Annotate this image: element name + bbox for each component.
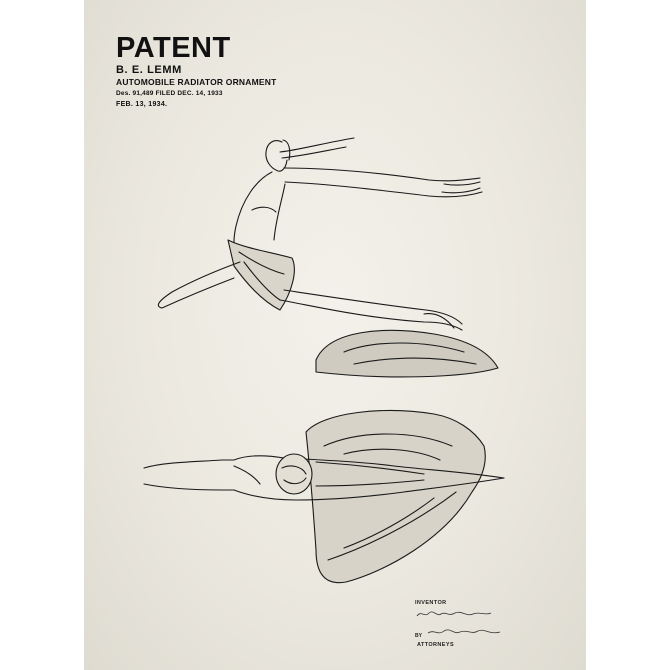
figure-top-view [143,410,505,584]
poster-title: PATENT [116,32,231,64]
figure-side-view [157,137,499,378]
attorneys-label: ATTORNEYS [417,642,455,648]
inventor-signature [416,611,492,617]
filing-info: Des. 91,489 FILED DEC. 14, 1933 [116,90,223,97]
patent-date: FEB. 13, 1934. [116,101,168,108]
patent-poster: PATENT B. E. LEMM AUTOMOBILE RADIATOR OR… [84,0,586,670]
attorney-signature [428,629,501,634]
by-label: BY [415,633,422,639]
attorney-signature-row: BY [415,624,504,642]
inventor-label: INVENTOR [415,600,447,606]
patent-header: PATENT B. E. LEMM AUTOMOBILE RADIATOR OR… [116,33,276,108]
patent-drawing [143,137,505,584]
patent-subject: AUTOMOBILE RADIATOR ORNAMENT [116,77,277,87]
inventor-name: B. E. LEMM [116,64,182,76]
signature-block: INVENTOR BY ATTORNEYS [415,600,504,648]
